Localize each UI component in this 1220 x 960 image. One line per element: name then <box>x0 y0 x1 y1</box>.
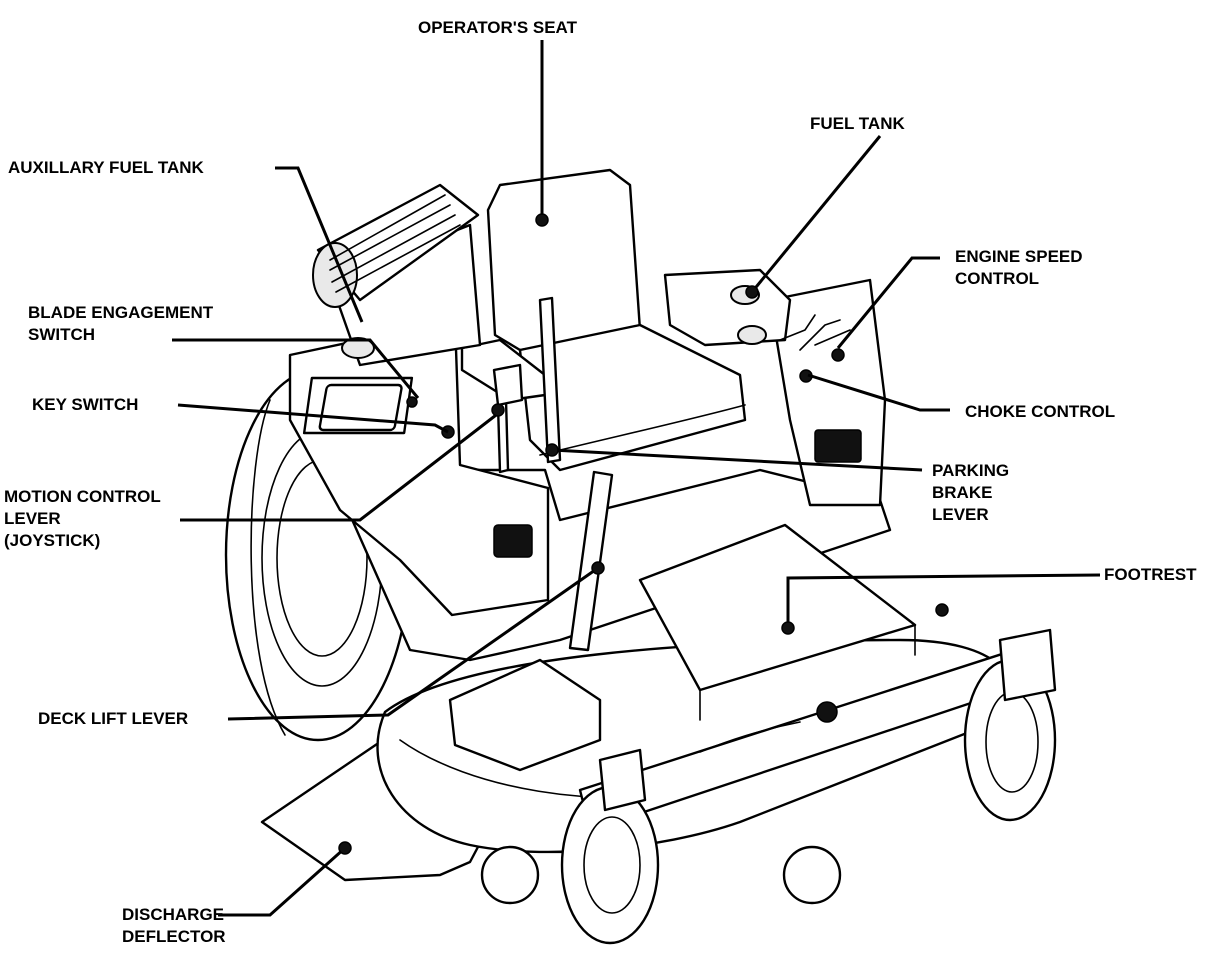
label-engine-speed-control: ENGINE SPEED CONTROL <box>955 246 1083 290</box>
label-engine-speed-control-line2: CONTROL <box>955 269 1040 288</box>
label-motion-control-lever-line3: (JOYSTICK) <box>4 531 101 550</box>
leader-motion-control-lever <box>180 410 501 522</box>
deck-lift-box <box>448 658 602 772</box>
seat-cushion <box>518 323 747 472</box>
label-motion-control-lever-line1: MOTION CONTROL <box>4 487 161 506</box>
leader-discharge-deflector <box>218 846 346 917</box>
label-parking-brake-lever-line2: BRAKE <box>932 483 993 502</box>
label-engine-speed-control-line1: ENGINE SPEED <box>955 247 1083 266</box>
label-parking-brake-lever-line1: PARKING <box>932 461 1010 480</box>
label-choke-control: CHOKE CONTROL <box>965 402 1116 421</box>
seat-back <box>486 168 642 352</box>
label-key-switch: KEY SWITCH <box>32 395 139 414</box>
leader-auxillary-fuel-tank <box>275 166 364 323</box>
label-motion-control-lever: MOTION CONTROL LEVER (JOYSTICK) <box>4 486 161 552</box>
leader-fuel-tank <box>750 135 882 293</box>
mower-body <box>224 168 1057 945</box>
leader-parking-brake-lever <box>551 448 923 472</box>
label-operators-seat: OPERATOR'S SEAT <box>418 18 577 37</box>
leader-choke-control <box>807 373 950 412</box>
label-blade-engagement-switch: BLADE ENGAGEMENT SWITCH <box>28 302 213 346</box>
front-left-caster <box>560 785 660 945</box>
label-motion-control-lever-line2: LEVER <box>4 509 61 528</box>
label-blade-engagement-switch-line1: BLADE ENGAGEMENT <box>28 303 214 322</box>
fuel-tank-shape <box>663 268 792 347</box>
leader-lines <box>172 40 1101 917</box>
label-discharge-deflector: DISCHARGE DEFLECTOR <box>122 904 226 948</box>
label-parking-brake-lever-line3: LEVER <box>932 505 989 524</box>
label-blade-engagement-switch-line2: SWITCH <box>28 325 96 344</box>
label-discharge-deflector-line1: DISCHARGE <box>122 905 225 924</box>
leader-key-switch <box>177 403 449 434</box>
label-deck-lift-lever: DECK LIFT LEVER <box>38 709 189 728</box>
label-discharge-deflector-line2: DEFLECTOR <box>122 927 226 946</box>
label-footrest: FOOTREST <box>1104 565 1197 584</box>
leader-blade-engagement-switch <box>172 338 420 399</box>
label-parking-brake-lever: PARKING BRAKE LEVER <box>932 460 1009 526</box>
label-fuel-tank: FUEL TANK <box>810 114 905 133</box>
leader-footrest <box>786 573 1101 628</box>
leader-dots <box>338 213 795 855</box>
leader-engine-speed-control <box>836 256 940 349</box>
leader-deck-lift-lever <box>227 566 599 721</box>
label-auxillary-fuel-tank: AUXILLARY FUEL TANK <box>8 158 204 177</box>
